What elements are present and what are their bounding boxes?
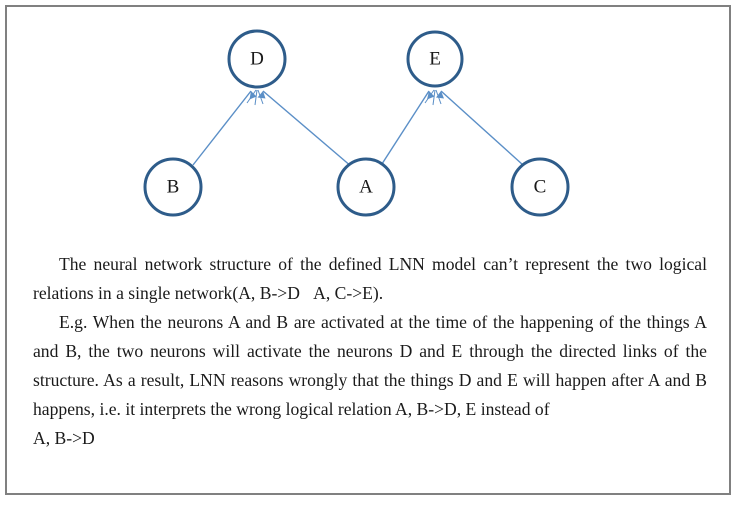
arrow-feathers-d xyxy=(246,89,264,106)
feather-e-2 xyxy=(435,89,442,105)
caption-paragraph-2-lastline: A, B->D xyxy=(33,428,95,448)
node-d[interactable]: D xyxy=(227,29,287,89)
figure-border-frame: D E B A xyxy=(5,5,731,495)
feather-e-3 xyxy=(424,89,435,104)
node-c[interactable]: C xyxy=(510,157,570,217)
node-label-c: C xyxy=(534,176,547,197)
caption-text-block: The neural network structure of the defi… xyxy=(33,250,707,453)
edge-line-a-d xyxy=(262,90,353,168)
arrow-feathers-e xyxy=(424,89,442,106)
edge-line-a-e xyxy=(379,90,430,168)
caption-paragraph-2: E.g. When the neurons A and B are activa… xyxy=(33,312,707,419)
node-group: D E B A xyxy=(143,29,570,217)
edge-line-b-d xyxy=(192,90,252,166)
node-circle-e[interactable] xyxy=(406,30,464,88)
edge-group xyxy=(192,89,524,168)
node-circle-c[interactable] xyxy=(510,157,570,217)
node-a[interactable]: A xyxy=(336,157,396,217)
edge-c-to-e xyxy=(436,90,524,166)
node-label-e: E xyxy=(429,48,441,69)
node-circle-d[interactable] xyxy=(227,29,287,89)
node-circle-b[interactable] xyxy=(143,157,203,217)
feather-d-2 xyxy=(257,89,264,105)
node-label-a: A xyxy=(359,176,373,197)
edge-line-c-e xyxy=(440,90,524,166)
node-b[interactable]: B xyxy=(143,157,203,217)
feather-e-1 xyxy=(432,89,436,106)
node-e[interactable]: E xyxy=(406,30,464,88)
arrowhead-a-d xyxy=(257,91,266,99)
feather-d-3 xyxy=(246,89,257,104)
caption-paragraph-1: The neural network structure of the defi… xyxy=(33,254,707,303)
edge-a-to-e xyxy=(379,90,435,168)
node-circle-a[interactable] xyxy=(336,157,396,217)
node-label-b: B xyxy=(167,176,180,197)
feather-d-1 xyxy=(254,89,258,106)
node-label-d: D xyxy=(250,48,264,69)
edge-a-to-d xyxy=(257,90,353,168)
edge-b-to-d xyxy=(192,90,257,166)
neural-network-diagram: D E B A xyxy=(7,7,729,235)
diagram-canvas: D E B A xyxy=(143,29,570,217)
